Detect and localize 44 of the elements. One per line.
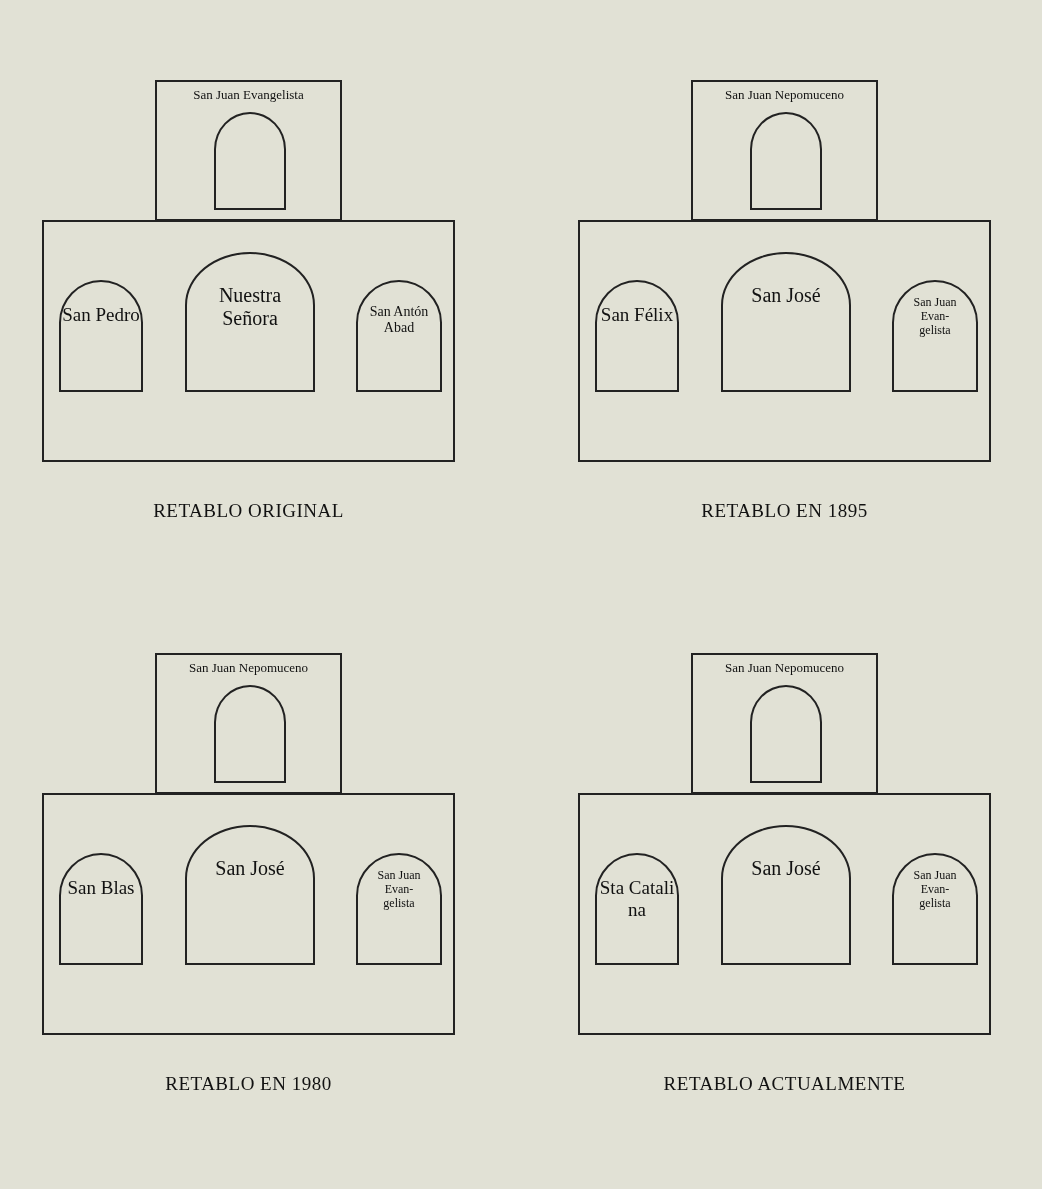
caption: RETABLO EN 1895 [700,500,869,522]
niche-arch [892,280,978,392]
saint-name: San Juan Nepomuceno [187,659,310,676]
saint-name: San Juan Nepomuceno [723,659,846,676]
saint-name: San Juan Evan- gelista [376,867,422,912]
saint-name: Nuestra Señora [217,283,283,331]
saint-name: San Blas [66,876,136,900]
niche-arch [721,825,851,965]
retablo-body [42,220,455,462]
niche-arch [185,825,315,965]
saint-name: San Antón Abad [368,303,430,338]
retablo-body [578,793,991,1035]
saint-name: San José [214,856,286,881]
niche-arch [595,280,679,392]
attic-panel [155,80,342,221]
niche-arch [750,685,822,783]
niche-arch [214,112,286,210]
niche-arch [750,112,822,210]
niche-arch [892,853,978,965]
retablo-body [42,793,455,1035]
saint-name: San Juan Evan- gelista [912,867,958,912]
saint-name: San Félix [599,303,675,327]
caption: RETABLO ORIGINAL [152,500,345,522]
niche-arch [595,853,679,965]
saint-name: San Juan Nepomuceno [723,86,846,103]
attic-panel [155,653,342,794]
niche-arch [185,252,315,392]
niche-arch [214,685,286,783]
saint-name: San Pedro [61,303,141,327]
attic-panel [691,80,878,221]
niche-arch [59,853,143,965]
retablo-body [578,220,991,462]
caption: RETABLO ACTUALMENTE [662,1073,907,1095]
saint-name: San José [750,856,822,881]
attic-panel [691,653,878,794]
saint-name: San José [750,283,822,308]
niche-arch [59,280,143,392]
saint-name: San Juan Evangelista [192,86,305,103]
caption: RETABLO EN 1980 [164,1073,333,1095]
saint-name: Sta Catali na [598,876,676,922]
niche-arch [356,280,442,392]
niche-arch [356,853,442,965]
niche-arch [721,252,851,392]
saint-name: San Juan Evan- gelista [912,294,958,339]
